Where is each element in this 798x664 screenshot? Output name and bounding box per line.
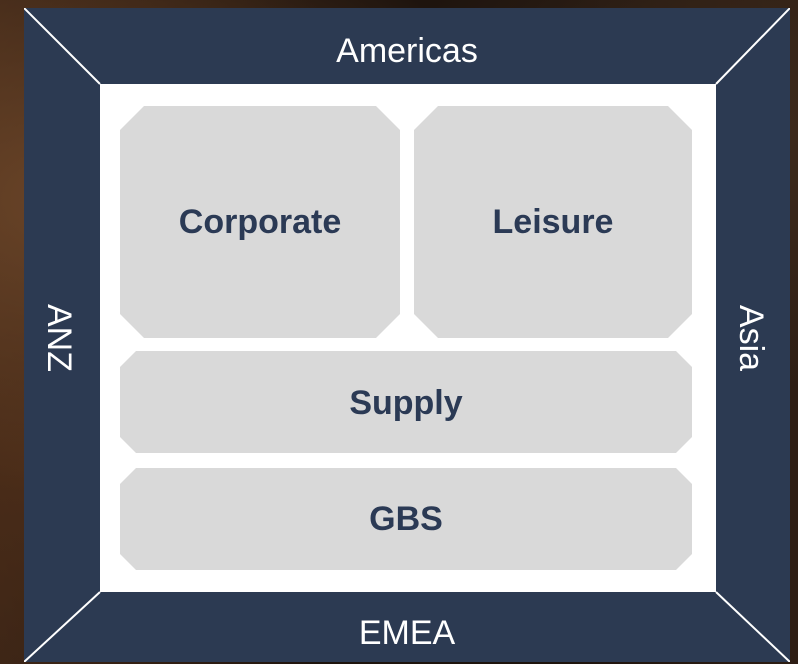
region-label-emea: EMEA [358, 614, 456, 652]
corporate-block [120, 106, 400, 338]
frame-corner-line [24, 8, 101, 85]
frame-graphic [24, 8, 790, 662]
supply-block [120, 351, 692, 453]
region-label-asia: Asia [732, 304, 770, 372]
leisure-label: Leisure [492, 203, 614, 241]
gbs-label: GBS [369, 500, 443, 538]
frame-corner-line [715, 591, 790, 662]
frame-corner-line [24, 591, 101, 662]
region-label-americas: Americas [336, 32, 478, 70]
frame-corner-line [715, 8, 790, 85]
gbs-block [120, 468, 692, 570]
region-frame: Americas EMEA ANZ Asia Corporate Leisure… [24, 8, 790, 662]
region-label-anz: ANZ [40, 304, 78, 372]
leisure-block [414, 106, 692, 338]
corporate-label: Corporate [178, 203, 342, 241]
supply-label: Supply [349, 384, 463, 422]
